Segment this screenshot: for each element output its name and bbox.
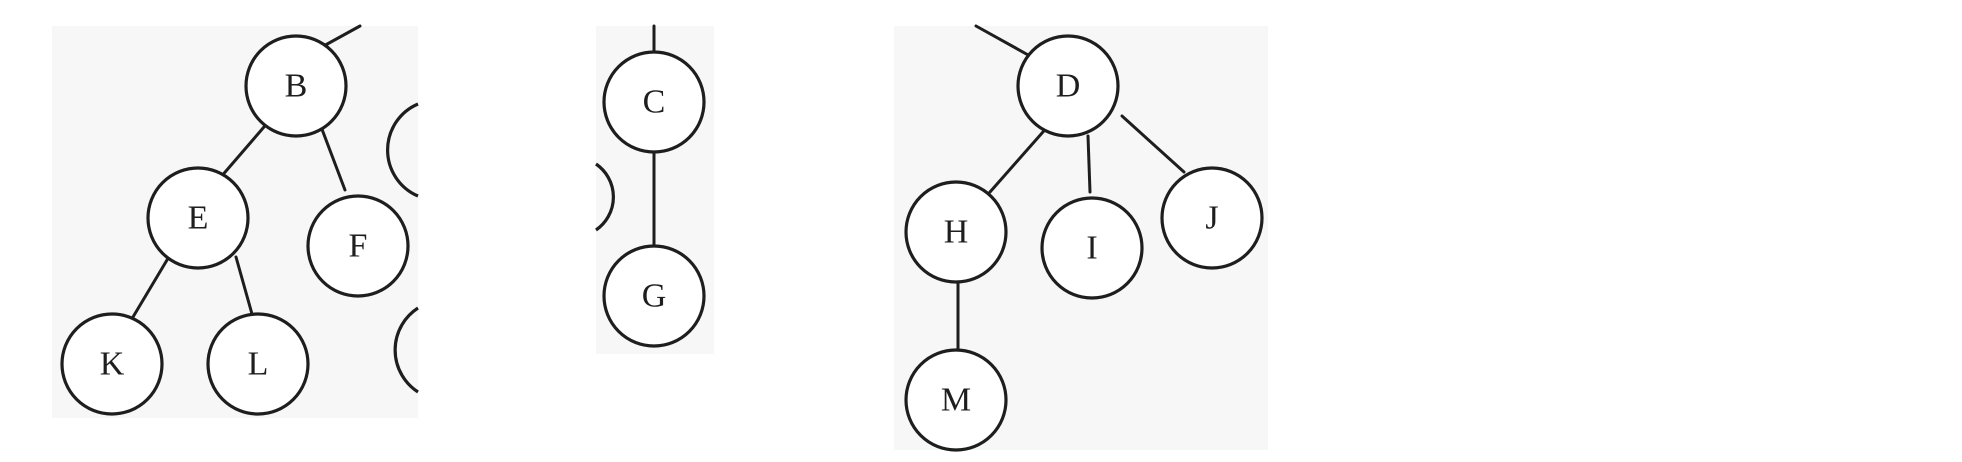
edge-d-j: [1120, 114, 1186, 174]
node-c-label: C: [643, 84, 666, 121]
edge-b-e: [218, 118, 272, 180]
node-d: D: [1016, 34, 1120, 138]
panel-d: D H I J M: [904, 24, 1264, 452]
cropped-node-fragment-bottom: [393, 306, 419, 394]
node-g: G: [602, 244, 706, 348]
node-d-label: D: [1056, 68, 1081, 105]
node-l: L: [206, 312, 310, 416]
node-h: H: [904, 180, 1008, 284]
panel-b: B E F K L: [60, 24, 419, 416]
node-k-label: K: [100, 346, 125, 383]
node-j-label: J: [1205, 200, 1218, 237]
edge-b-f: [318, 122, 347, 192]
edge-e-k: [128, 253, 172, 324]
node-i: I: [1040, 196, 1144, 300]
edge-d-parent: [974, 24, 1032, 58]
cropped-node-fragment-top: [385, 102, 419, 198]
node-b-label: B: [285, 68, 308, 105]
node-l-label: L: [248, 346, 269, 383]
node-h-label: H: [944, 214, 969, 251]
edge-b-parent: [318, 24, 362, 50]
edge-d-i: [1086, 134, 1092, 194]
cropped-node-fragment-left: [595, 162, 615, 232]
node-g-label: G: [642, 278, 667, 315]
node-f-label: F: [349, 228, 368, 265]
panel-c: C G: [595, 24, 706, 348]
node-m-label: M: [941, 382, 971, 419]
node-m: M: [904, 348, 1008, 452]
node-j: J: [1160, 166, 1264, 270]
edge-e-l: [234, 255, 254, 316]
node-k: K: [60, 312, 164, 416]
node-i-label: I: [1086, 230, 1097, 267]
node-e: E: [146, 166, 250, 270]
node-c: C: [602, 50, 706, 154]
edge-d-h: [988, 122, 1052, 194]
node-e-label: E: [188, 200, 209, 237]
node-b: B: [244, 34, 348, 138]
node-f: F: [306, 194, 410, 298]
